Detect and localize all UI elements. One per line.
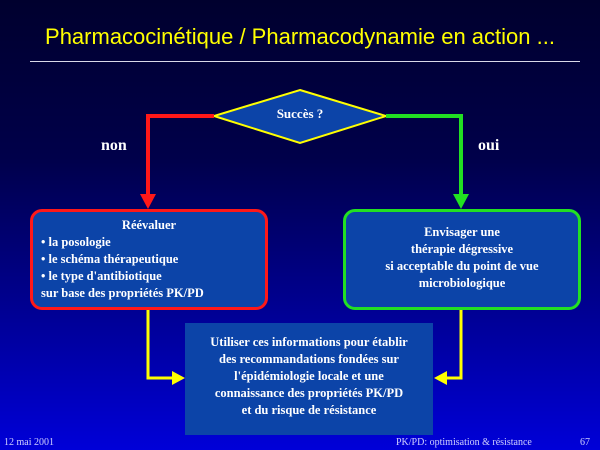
title-divider: [30, 61, 580, 62]
conclusion-line: des recommandations fondées sur: [219, 352, 399, 366]
reevaluate-item: sur base des propriétés PK/PD: [41, 286, 204, 300]
deescalate-line: Envisager une: [424, 225, 500, 239]
deescalate-box: Envisager une thérapie dégressive si acc…: [343, 209, 581, 310]
decision-diamond: [210, 88, 390, 145]
reevaluate-item: • le type d'antibiotique: [41, 269, 162, 283]
conclusion-line: Utiliser ces informations pour établir: [210, 335, 408, 349]
conclusion-box: Utiliser ces informations pour établir d…: [185, 323, 433, 435]
reevaluate-item: • la posologie: [41, 235, 111, 249]
merge-left-arrowhead: [172, 371, 185, 385]
deescalate-line: si acceptable du point de vue: [385, 259, 539, 273]
merge-right-arrowhead: [434, 371, 447, 385]
reevaluate-box: Réévaluer • la posologie • le schéma thé…: [30, 209, 268, 310]
no-path-arrowhead: [140, 194, 156, 209]
yes-path-arrowhead: [453, 194, 469, 209]
conclusion-line: l'épidémiologie locale et une: [234, 369, 384, 383]
branch-no-label: non: [101, 137, 127, 154]
footer-topic: PK/PD: optimisation & résistance: [396, 437, 532, 448]
footer-date: 12 mai 2001: [4, 437, 54, 448]
deescalate-line: microbiologique: [418, 276, 506, 290]
slide-title: Pharmacocinétique / Pharmacodynamie en a…: [45, 24, 555, 49]
reevaluate-heading: Réévaluer: [121, 218, 177, 232]
no-path-line: [146, 114, 214, 196]
conclusion-line: connaissance des propriétés PK/PD: [214, 386, 404, 400]
merge-right-line: [445, 310, 463, 380]
yes-path-line: [386, 114, 463, 196]
deescalate-line: thérapie dégressive: [410, 242, 514, 256]
merge-left-line: [146, 310, 174, 380]
footer-page-number: 67: [580, 437, 590, 448]
decision-label: Succès ?: [276, 106, 324, 121]
conclusion-line: et du risque de résistance: [241, 403, 377, 417]
reevaluate-item: • le schéma thérapeutique: [41, 252, 179, 266]
branch-yes-label: oui: [478, 137, 500, 154]
